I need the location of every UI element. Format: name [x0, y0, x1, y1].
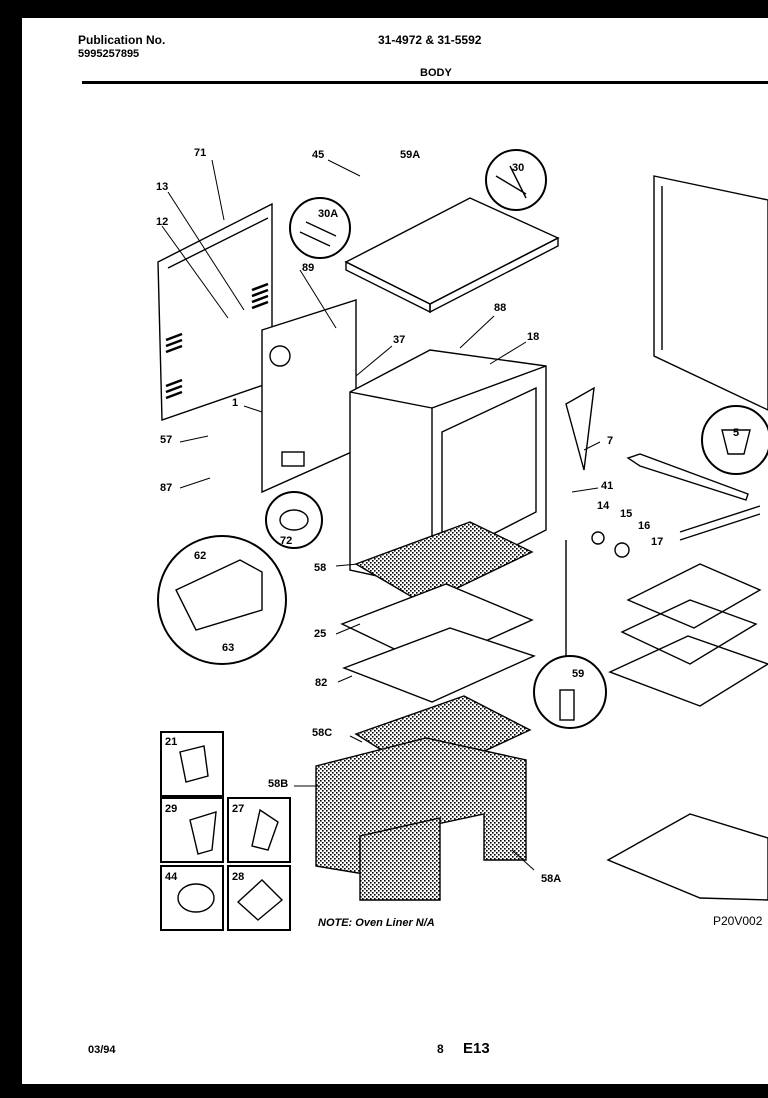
- callout-25: 25: [314, 628, 327, 640]
- callout-18: 18: [527, 331, 540, 343]
- callout-58: 58: [314, 562, 327, 574]
- callout-12: 12: [156, 216, 169, 228]
- publication-label: Publication No.: [78, 33, 166, 47]
- callout-28: 28: [232, 871, 245, 883]
- footer-date: 03/94: [88, 1044, 116, 1056]
- callout-89: 89: [302, 262, 315, 274]
- oven-liner-note: NOTE: Oven Liner N/A: [318, 917, 435, 929]
- header-rule: [82, 81, 768, 84]
- callout-45: 45: [312, 149, 325, 161]
- callout-13: 13: [156, 181, 169, 193]
- footer-page: 8: [437, 1042, 444, 1056]
- top-cover: [344, 197, 560, 305]
- callout-82: 82: [315, 677, 328, 689]
- callout-15: 15: [620, 508, 633, 520]
- section-title: BODY: [420, 67, 452, 79]
- callout-62: 62: [194, 550, 207, 562]
- callout-58c: 58C: [312, 727, 333, 739]
- side-panel: [261, 299, 357, 494]
- callout-63: 63: [222, 642, 235, 654]
- callout-30: 30: [512, 162, 525, 174]
- callout-57: 57: [160, 434, 173, 446]
- callout-17: 17: [651, 536, 664, 548]
- callout-21: 21: [165, 736, 178, 748]
- callout-37: 37: [393, 334, 406, 346]
- callout-87: 87: [160, 482, 173, 494]
- callout-58b: 58B: [268, 778, 289, 790]
- callout-29: 29: [165, 803, 178, 815]
- callout-7: 7: [607, 435, 614, 447]
- callout-72: 72: [280, 535, 293, 547]
- drawing-code: P20V002: [713, 914, 763, 928]
- callout-59a: 59A: [400, 149, 421, 161]
- callout-14: 14: [597, 500, 610, 512]
- callout-16: 16: [638, 520, 651, 532]
- callout-58a: 58A: [541, 873, 562, 885]
- callout-88: 88: [494, 302, 507, 314]
- callout-44: 44: [165, 871, 178, 883]
- publication-number: 5995257895: [78, 48, 140, 60]
- callout-41: 41: [601, 480, 614, 492]
- callout-5: 5: [733, 427, 740, 439]
- callout-27: 27: [232, 803, 245, 815]
- callout-71: 71: [194, 147, 207, 159]
- callout-30a: 30A: [318, 208, 339, 220]
- callout-1: 1: [232, 397, 239, 409]
- footer-code: E13: [463, 1040, 490, 1057]
- oven-cavity: [349, 349, 547, 589]
- callout-59: 59: [572, 668, 585, 680]
- model-numbers: 31-4972 & 31-5592: [378, 33, 482, 47]
